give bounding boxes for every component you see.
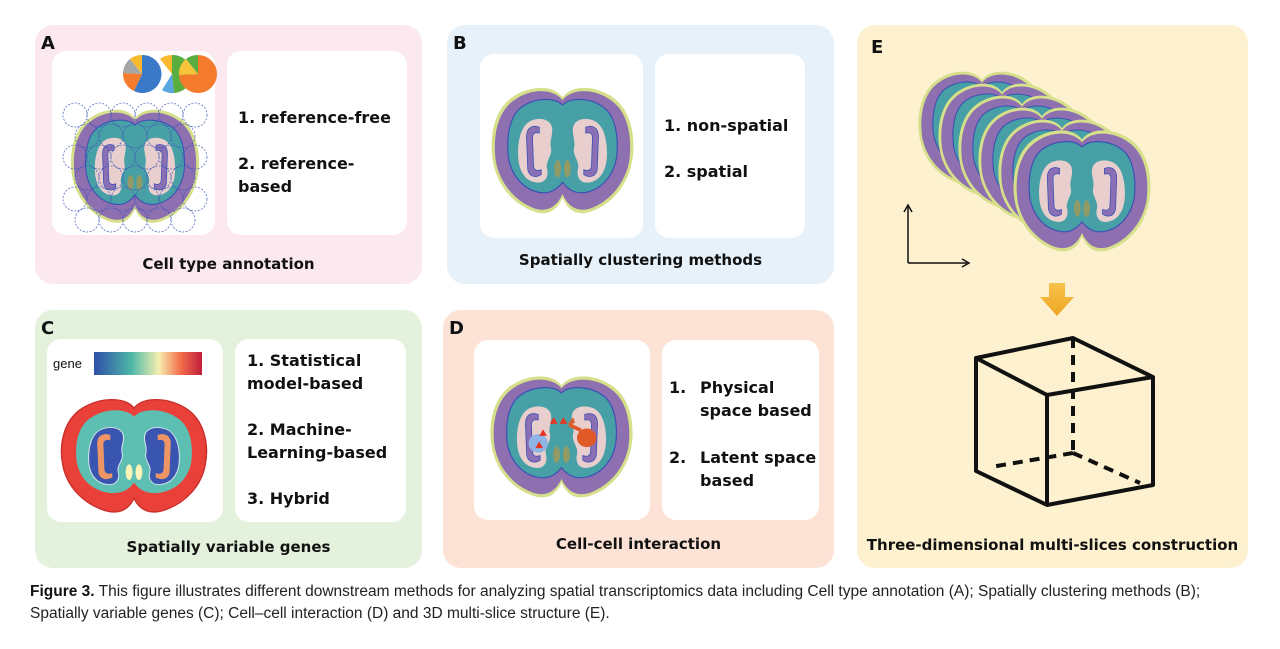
panel-letter: C bbox=[41, 318, 55, 339]
gene-legend-label: gene bbox=[53, 356, 82, 371]
panel-letter: D bbox=[449, 318, 464, 339]
panel-title: Three-dimensional multi-slices construct… bbox=[866, 536, 1239, 554]
methods-card: 1. reference-free 2. reference-based bbox=[227, 51, 407, 235]
ligand-icon bbox=[549, 417, 558, 424]
panel-title: Cell-cell interaction bbox=[555, 535, 722, 553]
illustration-card: gene bbox=[47, 339, 223, 522]
sender-cell-icon bbox=[567, 417, 597, 448]
methods-card: 1. non-spatial 2. spatial bbox=[655, 54, 805, 238]
brain-section bbox=[490, 87, 635, 214]
methods-card: 1. Statistical model-based 2. Machine- L… bbox=[235, 339, 406, 522]
method-item: model-based bbox=[247, 374, 364, 393]
panel-cell-type-annotation: A bbox=[35, 25, 422, 284]
brain-gene-expression bbox=[60, 398, 208, 513]
axis-arrows-icon bbox=[903, 203, 971, 268]
ligand-icon bbox=[559, 417, 568, 424]
cube-3d-icon bbox=[974, 336, 1155, 507]
method-item: 2. spatial bbox=[664, 162, 748, 181]
illustration-card bbox=[52, 51, 217, 235]
down-arrow-icon bbox=[1040, 283, 1074, 316]
panel-title: Spatially clustering methods bbox=[518, 251, 763, 269]
methods-list: 1. Statistical model-based 2. Machine- L… bbox=[247, 349, 387, 510]
panel-title: Spatially variable genes bbox=[126, 538, 331, 556]
figure-caption-label: Figure 3. bbox=[30, 583, 95, 600]
panel-letter: A bbox=[41, 33, 55, 54]
methods-list: 1. Physical space based 2. Latent space base… bbox=[669, 376, 819, 492]
method-item: 1. Statistical bbox=[247, 351, 362, 370]
method-item: 2. Machine- bbox=[247, 420, 352, 439]
method-item: 1. reference-free bbox=[238, 108, 391, 127]
method-item: Learning-based bbox=[247, 443, 388, 462]
method-item: Physical bbox=[700, 378, 775, 397]
figure-caption-text: This figure illustrates different downst… bbox=[30, 583, 1201, 622]
methods-card: 1. Physical space based 2. Latent space base… bbox=[662, 340, 819, 520]
illustration-card bbox=[480, 54, 643, 238]
panel-cell-cell-interaction: D 1. Physical space based 2. Latent space ba… bbox=[443, 310, 834, 568]
panel-3d-multi-slices: E Three-dimensional multi-slices constru… bbox=[857, 25, 1248, 568]
figure-caption: Figure 3. This figure illustrates differ… bbox=[30, 581, 1260, 625]
method-item: 3. Hybrid bbox=[247, 489, 330, 508]
method-item: space based bbox=[700, 401, 812, 420]
ligand-icon bbox=[535, 441, 544, 449]
methods-list: 1. reference-free 2. reference-based bbox=[238, 106, 407, 198]
method-item: 2. reference-based bbox=[238, 154, 355, 196]
panel-title: Cell type annotation bbox=[142, 255, 315, 273]
panel-spatial-clustering: B 1. non-spatial 2. spatial Spatially cl… bbox=[447, 25, 834, 284]
panel-letter: B bbox=[453, 33, 467, 54]
brain-section-grid bbox=[62, 102, 208, 233]
methods-list: 1. non-spatial 2. spatial bbox=[664, 114, 788, 183]
pie-charts-icon bbox=[122, 54, 217, 94]
illustration-card bbox=[474, 340, 650, 520]
ligand-icon bbox=[539, 429, 547, 436]
method-number: 2. bbox=[669, 448, 687, 467]
gene-expression-colorbar bbox=[94, 352, 202, 375]
panel-letter: E bbox=[871, 37, 884, 58]
method-item: 1. non-spatial bbox=[664, 116, 789, 135]
brain-interaction bbox=[489, 375, 634, 499]
panel-spatially-variable-genes: C gene 1. Statistical model-based 2. Mac… bbox=[35, 310, 422, 568]
method-item: Latent space bbox=[700, 448, 817, 467]
method-number: 1. bbox=[669, 378, 687, 397]
method-item: based bbox=[700, 471, 755, 490]
